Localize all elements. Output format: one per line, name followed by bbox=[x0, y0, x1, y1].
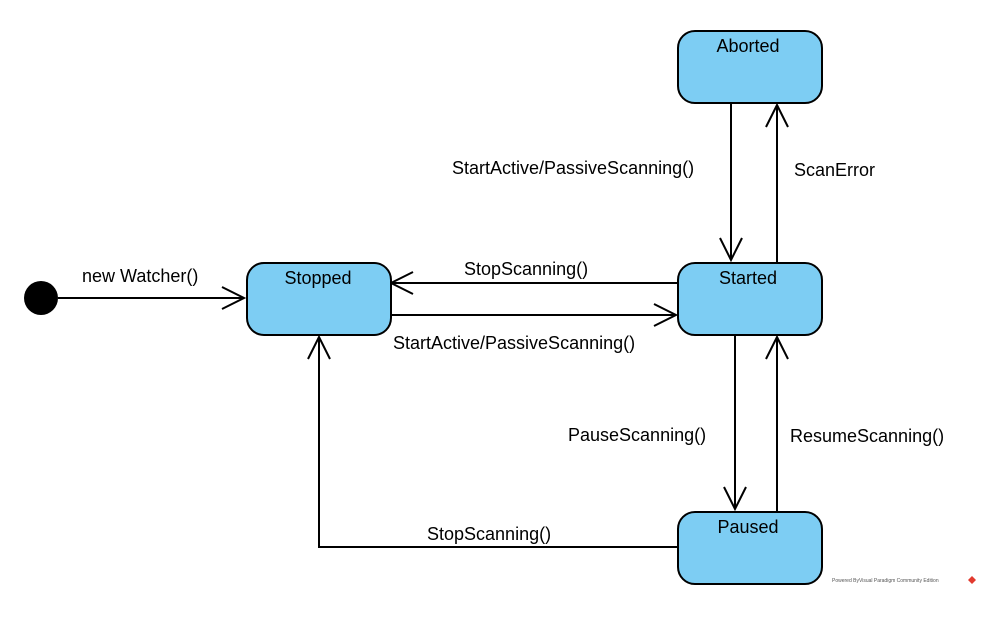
state-stopped-label: Stopped bbox=[284, 268, 351, 288]
state-paused-label: Paused bbox=[717, 517, 778, 537]
label-paused-to-stopped: StopScanning() bbox=[427, 524, 551, 544]
edge-aborted-to-started bbox=[719, 103, 743, 263]
state-stopped-box bbox=[246, 262, 392, 336]
label-initial-to-stopped: new Watcher() bbox=[82, 266, 198, 286]
label-started-to-stopped: StopScanning() bbox=[464, 259, 588, 279]
label-started-to-aborted: ScanError bbox=[794, 160, 875, 180]
state-started-label: Started bbox=[719, 268, 777, 288]
edge-paused-to-stopped bbox=[307, 334, 678, 548]
label-paused-to-started: ResumeScanning() bbox=[790, 426, 944, 446]
label-stopped-to-started: StartActive/PassiveScanning() bbox=[393, 333, 635, 353]
state-paused-box bbox=[677, 511, 823, 585]
state-aborted-label: Aborted bbox=[716, 36, 779, 56]
state-aborted-box bbox=[677, 30, 823, 104]
label-aborted-to-started: StartActive/PassiveScanning() bbox=[452, 158, 694, 178]
watermark: Powered ByVisual Paradigm Community Edit… bbox=[832, 576, 976, 584]
state-stopped[interactable]: Stopped bbox=[246, 262, 392, 336]
edge-started-to-paused bbox=[723, 335, 747, 512]
state-started-box bbox=[677, 262, 823, 336]
initial-state-dot bbox=[24, 281, 58, 315]
visual-paradigm-logo-icon bbox=[968, 576, 976, 584]
edge-initial-to-stopped bbox=[58, 286, 247, 310]
state-paused[interactable]: Paused bbox=[677, 511, 823, 585]
edge-started-to-aborted bbox=[765, 102, 789, 262]
edge-stopped-to-started bbox=[391, 303, 679, 327]
label-started-to-paused: PauseScanning() bbox=[568, 425, 706, 445]
edge-paused-to-started bbox=[765, 334, 789, 511]
state-aborted[interactable]: Aborted bbox=[677, 30, 823, 104]
state-started[interactable]: Started bbox=[677, 262, 823, 336]
watermark-text: Powered ByVisual Paradigm Community Edit… bbox=[832, 578, 939, 584]
